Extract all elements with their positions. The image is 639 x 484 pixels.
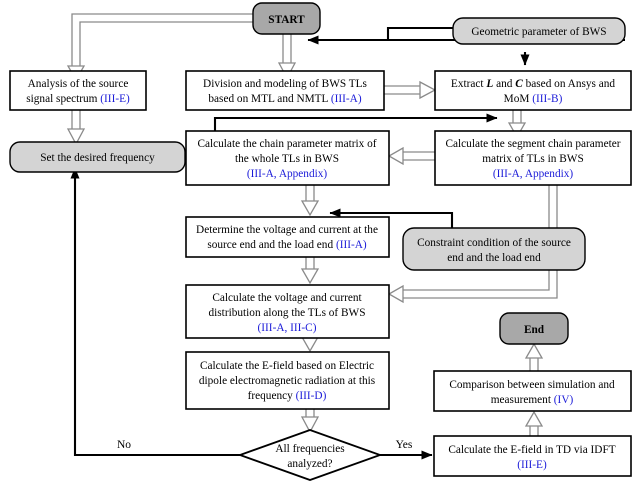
node-comparison-ref: (IV) — [554, 394, 574, 406]
node-extract-lc[interactable]: Extract L and C based on Ansys and MoM (… — [434, 70, 632, 111]
node-extract-line1: Extract L and C based on Ansys and — [451, 78, 615, 90]
node-division-line1: Division and modeling of BWS TLs — [203, 78, 367, 90]
node-chainsegment-line2: matrix of TLs in BWS — [482, 153, 583, 165]
node-efield[interactable]: Calculate the E-field based on Electric … — [185, 351, 390, 410]
hollow-arrow-chainsegment-to-distribution — [387, 185, 558, 304]
node-determine[interactable]: Determine the voltage and current at the… — [185, 216, 390, 258]
hollow-arrow-extract-to-chainsegment — [507, 110, 527, 139]
node-analysis-line1: Analysis of the source — [28, 78, 129, 90]
node-analysis-ref: (III-E) — [100, 93, 130, 105]
hollow-arrow-start-to-analysis — [66, 13, 253, 82]
node-geometric-parameter[interactable]: Geometric parameter of BWS — [452, 17, 626, 45]
node-comparison-line2: measurement (IV) — [491, 394, 574, 406]
hollow-arrow-comparison-to-end — [524, 342, 544, 371]
node-chainwhole-ref: (III-A, Appendix) — [247, 168, 328, 180]
node-decision-line1: All frequencies — [275, 443, 344, 455]
node-comparison[interactable]: Comparison between simulation and measur… — [433, 370, 632, 412]
node-determine-line2: source end and the load end (III-A) — [207, 239, 367, 251]
node-end-label: End — [524, 324, 545, 336]
node-distribution[interactable]: Calculate the voltage and current distri… — [185, 284, 390, 339]
node-determine-line1: Determine the voltage and current at the — [196, 224, 378, 236]
node-analysis-line2: signal spectrum (III-E) — [26, 93, 130, 105]
hollow-arrow-analysis-to-setfreq — [66, 110, 86, 146]
hollow-arrow-efield-to-decision — [300, 409, 320, 434]
node-idft-ref: (III-E) — [517, 459, 547, 471]
node-constraint-line2: end and the load end — [447, 252, 541, 264]
node-determine-ref: (III-A) — [336, 239, 367, 251]
node-chain-segment[interactable]: Calculate the segment chain parameter ma… — [434, 130, 632, 186]
hollow-arrow-idft-to-comparison — [524, 410, 544, 436]
node-analysis[interactable]: Analysis of the source signal spectrum (… — [9, 70, 147, 111]
node-efield-line1: Calculate the E-field based on Electric — [200, 360, 374, 372]
hollow-arrow-division-to-extract — [384, 80, 437, 100]
node-constraint-line1: Constraint condition of the source — [417, 237, 571, 249]
node-extract-line2: MoM (III-B) — [504, 93, 563, 105]
edge-label-yes: Yes — [396, 439, 413, 451]
node-extract-ref: (III-B) — [532, 93, 562, 105]
edge-no-loop-to-setfreq — [70, 167, 240, 457]
node-chain-whole[interactable]: Calculate the chain parameter matrix of … — [185, 130, 390, 186]
node-decision[interactable]: All frequencies analyzed? — [237, 429, 383, 481]
node-efield-line3: frequency (III-D) — [248, 390, 327, 402]
node-constraint[interactable]: Constraint condition of the source end a… — [402, 227, 586, 271]
hollow-arrow-chainwhole-to-determine — [300, 185, 320, 217]
node-comparison-line1: Comparison between simulation and — [449, 379, 615, 391]
node-distribution-line1: Calculate the voltage and current — [212, 292, 362, 304]
node-division[interactable]: Division and modeling of BWS TLs based o… — [185, 70, 385, 111]
hollow-arrow-chainsegment-to-chainwhole — [387, 146, 437, 166]
node-setfreq-label: Set the desired frequency — [40, 152, 155, 164]
hollow-arrow-determine-to-distribution — [300, 257, 320, 285]
node-idft-line1: Calculate the E-field in TD via IDFT — [448, 444, 615, 456]
node-chainsegment-line1: Calculate the segment chain parameter — [445, 138, 620, 150]
node-decision-line2: analyzed? — [287, 458, 332, 470]
node-idft[interactable]: Calculate the E-field in TD via IDFT (II… — [433, 435, 632, 477]
node-chainwhole-line1: Calculate the chain parameter matrix of — [197, 138, 376, 150]
symbol-L: L — [485, 78, 493, 90]
node-chainwhole-line2: the whole TLs in BWS — [235, 153, 339, 165]
node-chainsegment-ref: (III-A, Appendix) — [493, 168, 574, 180]
node-set-frequency[interactable]: Set the desired frequency — [9, 141, 186, 173]
node-efield-line2: dipole electromagnetic radiation at this — [199, 375, 375, 387]
node-start-label: START — [268, 14, 305, 26]
node-distribution-ref: (III-A, III-C) — [258, 322, 317, 334]
node-geometric-label: Geometric parameter of BWS — [471, 26, 606, 38]
node-division-ref: (III-A) — [331, 93, 362, 105]
node-start[interactable]: START — [252, 2, 321, 35]
node-efield-ref: (III-D) — [296, 390, 327, 402]
node-end[interactable]: End — [499, 312, 569, 345]
node-distribution-line2: distribution along the TLs of BWS — [209, 307, 366, 319]
node-division-line2: based on MTL and NMTL (III-A) — [208, 93, 361, 105]
edge-label-no: No — [117, 439, 131, 451]
symbol-C: C — [515, 78, 523, 90]
